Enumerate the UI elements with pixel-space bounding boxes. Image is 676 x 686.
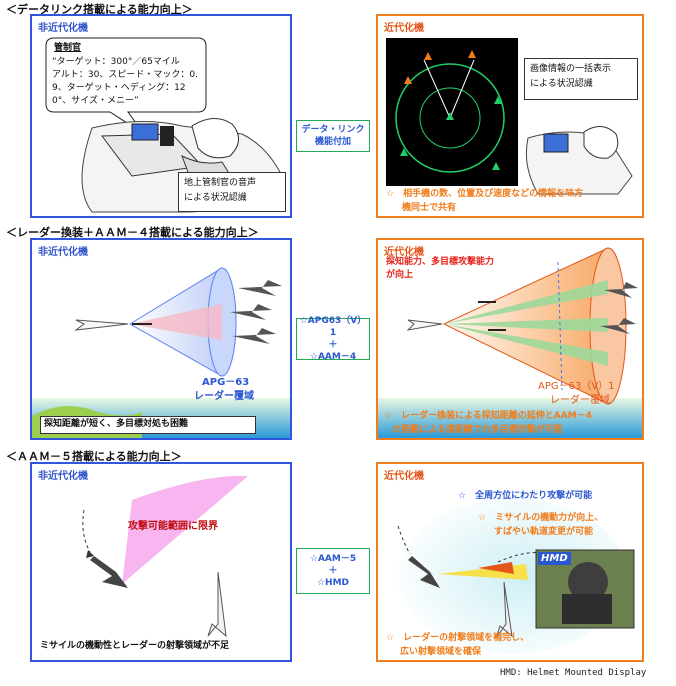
panel-label-non-modern: 非近代化機	[38, 23, 88, 34]
left-caption-box	[178, 172, 286, 212]
attack-zone-illustration	[82, 475, 248, 638]
bubble-line-3: 9、ターゲット・ヘディング：12	[52, 83, 186, 93]
panel-label-modern-3: 近代化機	[384, 471, 424, 482]
right-note-line-2: 機同士で共有	[402, 203, 457, 213]
middle-radar-line-3: ☆AAM－4	[309, 352, 357, 362]
middle-box-datalink: データ・リンク 機能付加	[296, 120, 370, 152]
panel-row2-modern: 近代化機 探知能力、多目標攻撃能力 が向上 APG－63（V）1 レーダー覆域 …	[376, 238, 644, 440]
left-zone-label: 攻撃可能範囲に限界	[128, 521, 218, 532]
panel-row1-modern: 近代化機 画像情報の一括表示 による状況認識 ☆ 相手機の数、位置及び速度などの…	[376, 14, 644, 218]
right-caption-line-2: による状況認識	[530, 79, 593, 89]
right-note3-line-4: ☆ レーダーの射撃領域を補完し、	[386, 633, 530, 643]
left-note-text: 探知距離が短く、多目標対処も困難	[44, 419, 189, 429]
right-note2-line-1: ☆ レーダー換装による探知距離の延伸とAAM－4	[384, 411, 592, 421]
left-radar-line-2: レーダー覆域	[194, 391, 254, 402]
right-note3-line-3: すばやい軌道変更が可能	[494, 527, 594, 537]
right-top-line-1: 探知能力、多目標攻撃能力	[386, 257, 495, 267]
right-note2-line-2: の搭載による遠距離での多目標攻撃が可能	[392, 425, 563, 435]
radar-coverage-illustration	[32, 267, 290, 438]
middle-datalink-line-2: 機能付加	[314, 137, 351, 147]
right-note3-line-5: 広い射撃領域を確保	[400, 647, 482, 657]
bubble-title: 管制官	[54, 43, 82, 53]
panel-label-modern-2: 近代化機	[384, 247, 424, 258]
bubble-line-4: 0°、サイズ・メニー”	[52, 96, 139, 106]
left-radar-line-1: APG－63	[202, 377, 250, 388]
hmd-label: HMD	[538, 552, 571, 565]
section-title-aam5: ＜ＡＡＭ－５搭載による能力向上＞	[6, 450, 182, 463]
panel-row2-non-modern: 非近代化機 APG－63 レーダー覆域 探知距離が短く、多目標対処も困難	[30, 238, 292, 440]
middle-aam5-line-2: ＋	[328, 566, 338, 576]
section-title-datalink: ＜データリンク搭載による能力向上＞	[6, 3, 193, 16]
left-note-box	[40, 416, 256, 434]
hmd-attack-illustration	[397, 498, 635, 654]
panel-row3-modern: 近代化機 ☆ 全周方位にわたり攻撃が可能 ☆ ミサイルの機動力が向上、 すばやい…	[376, 462, 644, 662]
right-note-line-1: ☆ 相手機の数、位置及び速度などの情報を味方	[386, 189, 584, 199]
right-radar-line-2: レーダー覆域	[550, 395, 610, 406]
extended-radar-illustration	[378, 247, 642, 438]
panel-label-modern: 近代化機	[384, 23, 424, 34]
panel-row3-non-modern: 非近代化機 攻撃可能範囲に限界 ミサイルの機動性とレーダーの射撃領域が不足	[30, 462, 292, 662]
panel-row1-non-modern: 非近代化機 管制官 “ターゲット：300°／65マイル アルト：30、スピード・…	[30, 14, 292, 218]
middle-box-aam5: ☆AAM－5 ＋ ☆HMD	[296, 548, 370, 594]
middle-aam5-line-1: ☆AAM－5	[309, 554, 357, 564]
middle-radar-line-1: ☆APG63（V）1	[299, 316, 367, 338]
panel-label-non-modern-2: 非近代化機	[38, 247, 88, 258]
middle-radar-line-2: ＋	[328, 340, 338, 350]
left-note3: ミサイルの機動性とレーダーの射撃領域が不足	[40, 641, 230, 651]
middle-datalink-line-1: データ・リンク	[301, 125, 365, 135]
right-note3-line-2: ☆ ミサイルの機動力が向上、	[478, 513, 604, 523]
middle-aam5-line-3: ☆HMD	[316, 578, 350, 588]
middle-box-radar: ☆APG63（V）1 ＋ ☆AAM－4	[296, 316, 370, 362]
right-caption-line-1: 画像情報の一括表示	[530, 64, 612, 74]
left-caption-line-1: 地上管制官の音声	[184, 178, 257, 188]
bubble-line-1: “ターゲット：300°／65マイル	[52, 57, 180, 67]
right-note3-line-1: ☆ 全周方位にわたり攻撃が可能	[458, 491, 593, 501]
right-caption-box	[524, 58, 638, 100]
section-title-radar: ＜レーダー換装＋ＡＡＭ－４搭載による能力向上＞	[6, 226, 259, 239]
bubble-line-2: アルト：30、スピード・マック：0.	[52, 70, 198, 80]
left-caption-line-2: による状況認識	[184, 193, 247, 203]
datalink-display-illustration	[386, 38, 633, 195]
panel-label-non-modern-3: 非近代化機	[38, 471, 88, 482]
footnote: HMD: Helmet Mounted Display	[500, 668, 647, 678]
right-radar-line-1: APG－63（V）1	[538, 381, 615, 392]
right-top-line-2: が向上	[386, 270, 414, 280]
